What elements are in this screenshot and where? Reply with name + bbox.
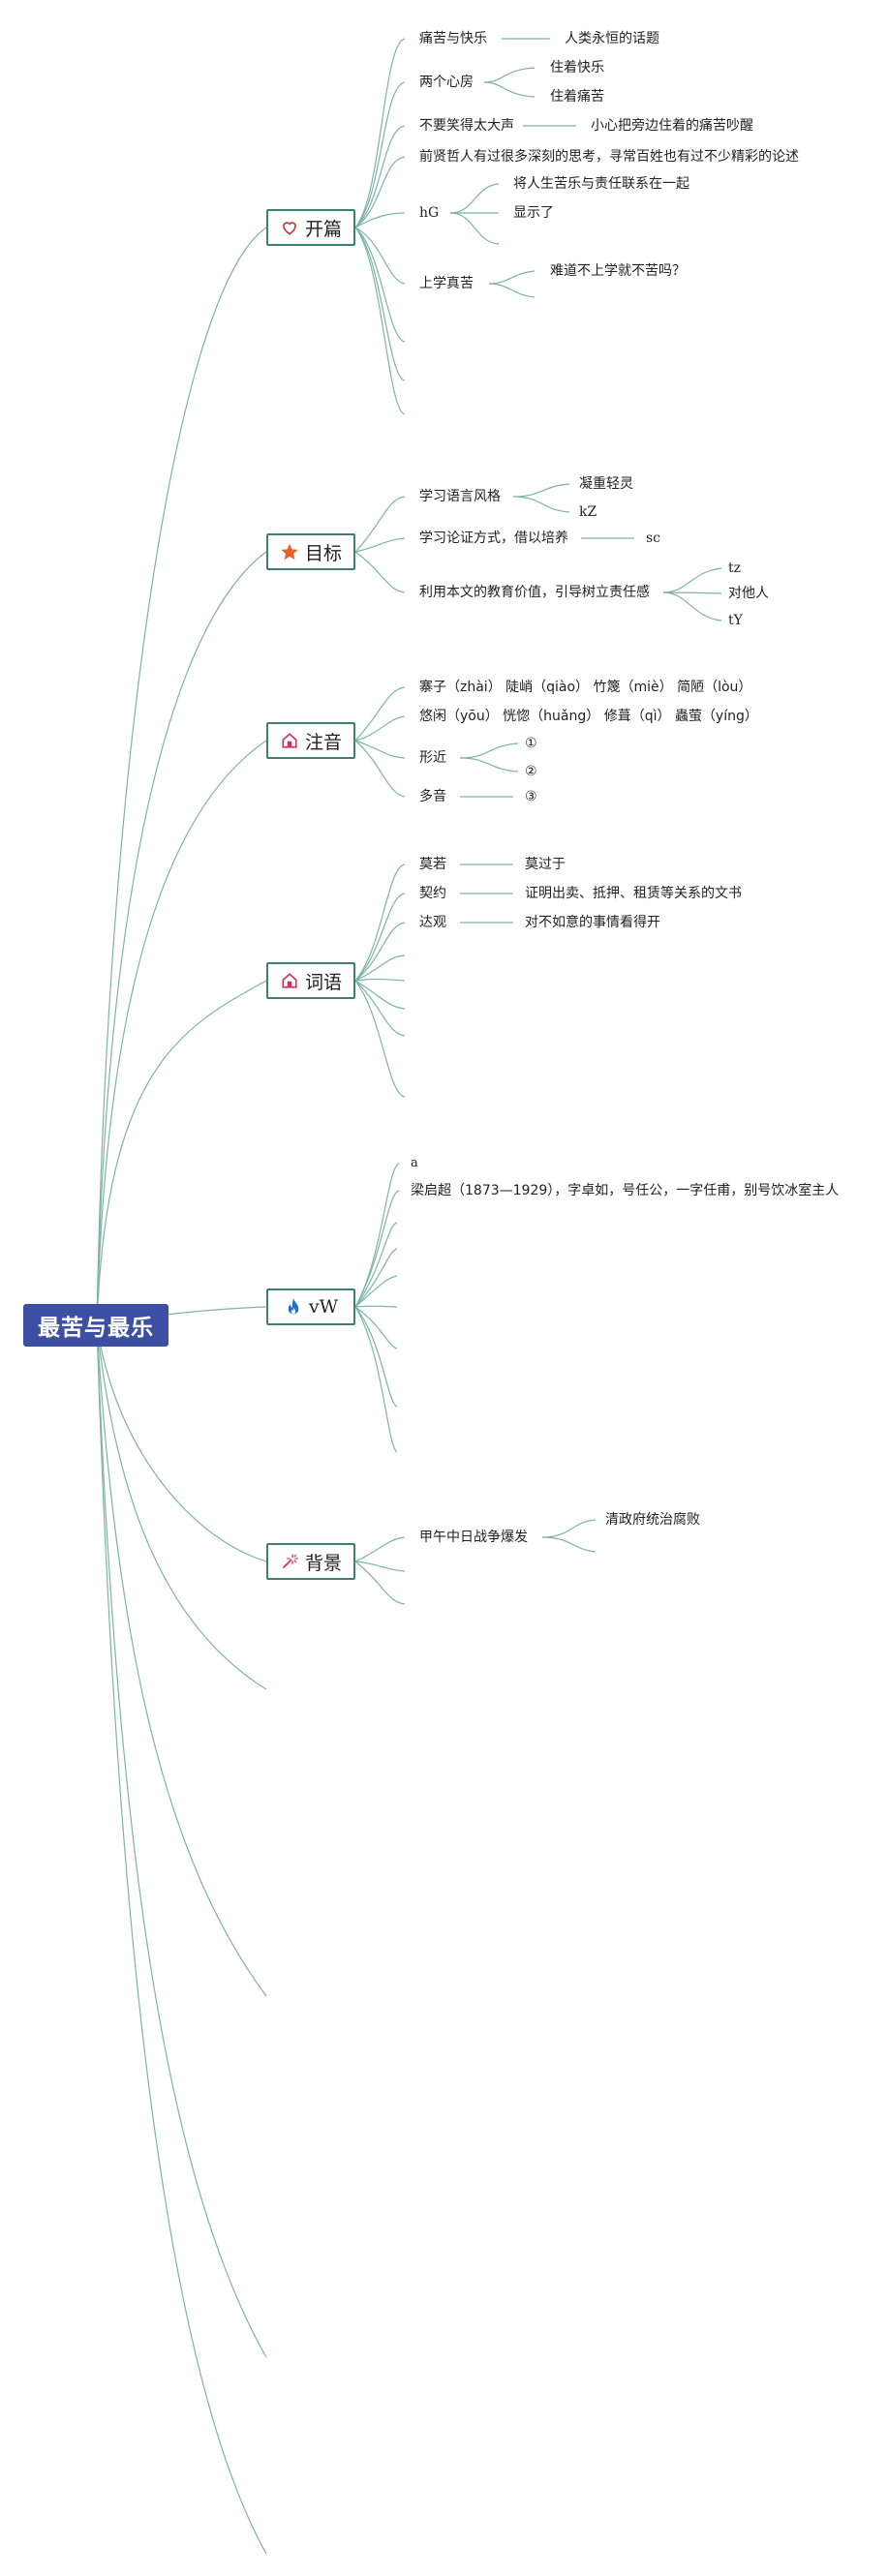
branch-label: 注音 [304, 731, 342, 753]
node-label[interactable]: 达观 [419, 915, 446, 930]
node-label[interactable]: 形近 [419, 750, 446, 766]
node-label[interactable]: 不要笑得太大声 [419, 118, 514, 134]
wand-icon [280, 1552, 299, 1571]
branch-label: vW [308, 1296, 339, 1318]
node-label[interactable]: ③ [525, 789, 537, 804]
root-label: 最苦与最乐 [38, 1316, 154, 1341]
node-label[interactable]: 痛苦与快乐 [419, 31, 487, 46]
node-label[interactable]: 难道不上学就不苦吗？ [550, 263, 686, 279]
node-label[interactable]: tz [728, 561, 742, 576]
node-label[interactable]: kZ [579, 504, 597, 520]
node-label[interactable]: 学习语言风格 [419, 489, 501, 504]
node-label[interactable]: 将人生苦乐与责任联系在一起 [513, 176, 689, 192]
branch-label: 背景 [304, 1552, 342, 1574]
node-label[interactable]: 上学真苦 [419, 276, 474, 291]
node-label[interactable]: 住着快乐 [550, 60, 604, 76]
branch-label: 开篇 [304, 218, 342, 240]
branch-background[interactable]: 背景 [266, 1543, 355, 1580]
node-label[interactable]: 两个心房 [419, 75, 474, 90]
node-label[interactable]: 清政府统治腐败 [605, 1512, 700, 1528]
node-label[interactable]: 对不如意的事情看得开 [525, 915, 660, 930]
node-label[interactable]: 莫若 [419, 857, 446, 872]
branch-words[interactable]: 词语 [266, 962, 355, 999]
node-label[interactable]: tY [728, 613, 743, 628]
node-label[interactable]: a [411, 1156, 418, 1170]
star-icon [280, 542, 299, 561]
house-icon [280, 731, 299, 750]
node-label[interactable]: 莫过于 [525, 857, 566, 872]
node-label[interactable]: 梁启超（1873—1929），字卓如，号任公，一字任甫，别号饮冰室主人 [411, 1183, 840, 1198]
root-topic[interactable]: 最苦与最乐 [23, 1304, 168, 1347]
branch-author[interactable]: vW [266, 1288, 355, 1325]
node-label[interactable]: 契约 [419, 886, 446, 901]
node-label[interactable]: sc [646, 530, 661, 546]
node-label[interactable]: 学习论证方式，借以培养 [419, 530, 568, 546]
node-label[interactable]: 对他人 [728, 586, 769, 601]
node-label[interactable]: ① [525, 736, 537, 751]
node-label[interactable]: 悠闲（yōu） 恍惚（huǎng） 修葺（qì） 蟲萤（yíng） [419, 709, 758, 724]
node-label[interactable]: 多音 [419, 789, 446, 804]
node-label[interactable]: 小心把旁边住着的痛苦吵醒 [591, 118, 753, 134]
flame-icon [284, 1297, 303, 1317]
node-label[interactable]: 利用本文的教育价值，引导树立责任感 [419, 585, 650, 600]
node-label[interactable]: 甲午中日战争爆发 [419, 1530, 528, 1545]
node-label[interactable]: 证明出卖、抵押、租赁等关系的文书 [525, 886, 742, 901]
branch-pronunciation[interactable]: 注音 [266, 722, 355, 759]
house-icon [280, 971, 299, 990]
node-label[interactable]: 前贤哲人有过很多深刻的思考，寻常百姓也有过不少精彩的论述 [419, 149, 799, 165]
node-label[interactable]: 凝重轻灵 [579, 476, 633, 492]
node-label[interactable]: 寨子（zhài） 陡峭（qiào） 竹篾（miè） 简陋（lòu） [419, 680, 752, 695]
heart-icon [280, 218, 299, 237]
branch-goals[interactable]: 目标 [266, 533, 355, 570]
node-label[interactable]: 人类永恒的话题 [565, 31, 659, 46]
branch-label: 目标 [304, 542, 342, 564]
node-label[interactable]: hG [419, 205, 440, 221]
node-label[interactable]: 显示了 [513, 205, 554, 221]
branch-label: 词语 [304, 971, 342, 993]
node-label[interactable]: ② [525, 764, 537, 779]
node-label[interactable]: 住着痛苦 [550, 89, 604, 105]
branch-opening[interactable]: 开篇 [266, 209, 355, 246]
